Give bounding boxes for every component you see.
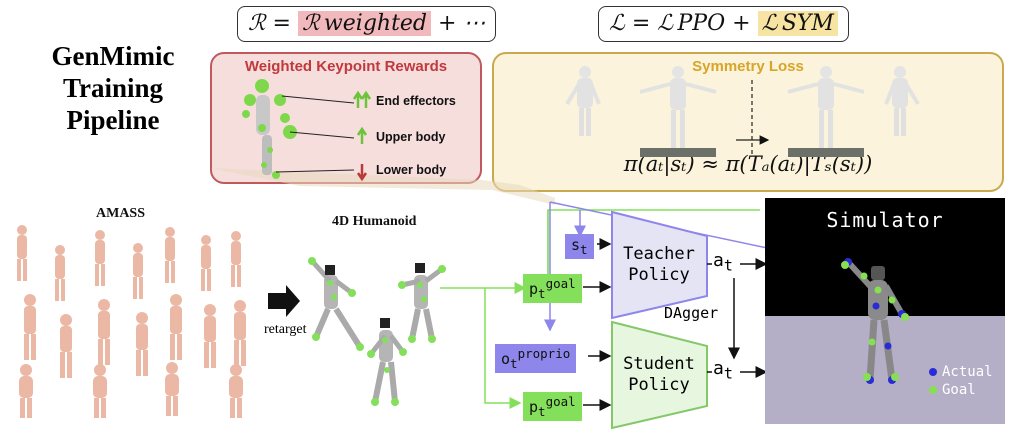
proprio-tag-sub: t <box>510 356 518 371</box>
goal-connections <box>440 209 760 409</box>
state-tag-base: s <box>571 236 581 254</box>
student-action-sub: t <box>723 364 733 383</box>
lower-body-weight-icon <box>356 164 368 182</box>
humanoid-robots <box>308 257 446 406</box>
retarget-arrow-icon <box>268 285 300 317</box>
state-tag-sub: t <box>580 242 588 257</box>
amass-label: AMASS <box>96 206 146 221</box>
title-line-2: Training <box>62 73 164 103</box>
goal-tag-bottom-sub: t <box>538 404 546 419</box>
goal-tag-top-base: p <box>529 280 539 298</box>
goal-tag-top-sub: t <box>538 286 546 301</box>
teacher-action-base: a <box>713 250 724 271</box>
title-line-3: Pipeline <box>66 105 160 135</box>
proprio-tag: otproprio <box>495 344 577 373</box>
weighted-rewards-title: Weighted Keypoint Rewards <box>244 58 448 75</box>
symmetry-silhouettes <box>565 66 920 157</box>
loss-formula-sym-term: ℒ SYM <box>757 11 838 36</box>
pipeline-title: GenMimic Training Pipeline <box>18 40 208 136</box>
weighted-keypoint-rewards-panel: Weighted Keypoint Rewards <box>210 52 482 184</box>
keypoint-figure <box>242 79 355 179</box>
state-tag: st <box>565 234 594 259</box>
lower-body-label: Lower body <box>376 163 447 177</box>
symmetry-loss-panel: Symmetry Loss π(aₜ|sₜ) ≈ π(Tₐ(aₜ)|Tₛ(sₜ)… <box>492 52 1004 192</box>
retarget-label: retarget <box>264 322 307 337</box>
teacher-policy-label: Teacher Policy <box>616 244 702 286</box>
upper-body-weight-icon <box>356 126 368 144</box>
loss-formula: ℒ = ℒ PPO + ℒ SYM <box>598 6 849 42</box>
proprio-tag-sup: proprio <box>517 346 571 361</box>
teacher-policy-block <box>611 210 708 320</box>
reward-formula-weighted-term: ℛ weighted <box>297 11 432 36</box>
end-effectors-label: End effectors <box>376 94 456 108</box>
funnel-shade <box>210 168 555 205</box>
teacher-action: at <box>713 250 733 275</box>
student-policy-line-1: Student <box>623 354 695 374</box>
proprio-tag-base: o <box>501 350 511 368</box>
goal-tag-bottom-base: p <box>529 398 539 416</box>
reward-formula-lhs: ℛ = <box>248 11 298 36</box>
title-line-1: GenMimic <box>51 41 175 71</box>
legend-actual-label: Actual <box>942 364 993 380</box>
teacher-policy-line-2: Policy <box>628 265 690 285</box>
goal-tag-bottom-sup: goal <box>545 394 576 409</box>
goal-tag-top: ptgoal <box>523 274 582 303</box>
student-action-base: a <box>713 358 724 379</box>
student-policy-block <box>611 320 708 430</box>
legend-goal-label: Goal <box>942 382 976 398</box>
dagger-label: DAgger <box>664 304 719 322</box>
legend-goal-dot <box>929 386 937 394</box>
goal-tag-top-sup: goal <box>545 276 576 291</box>
reward-formula-rhs: + ⋯ <box>431 11 486 36</box>
student-action: at <box>713 358 733 383</box>
policy-input-arrows <box>583 238 768 411</box>
goal-tag-bottom: ptgoal <box>523 392 582 421</box>
simulator-title: Simulator <box>826 208 944 232</box>
symmetry-loss-title: Symmetry Loss <box>692 58 804 75</box>
end-effectors-weight-icon <box>352 90 372 108</box>
upper-body-label: Upper body <box>376 130 446 144</box>
legend-actual-dot <box>929 368 937 376</box>
teacher-policy-line-1: Teacher <box>623 244 695 264</box>
loss-formula-lhs: ℒ = ℒ PPO + <box>609 11 758 36</box>
reward-formula: ℛ = ℛ weighted + ⋯ <box>237 6 497 42</box>
amass-crowd <box>17 225 246 418</box>
student-policy-label: Student Policy <box>616 354 702 396</box>
teacher-action-sub: t <box>723 256 733 275</box>
humanoid-label: 4D Humanoid <box>332 214 417 229</box>
student-policy-line-2: Policy <box>628 375 690 395</box>
